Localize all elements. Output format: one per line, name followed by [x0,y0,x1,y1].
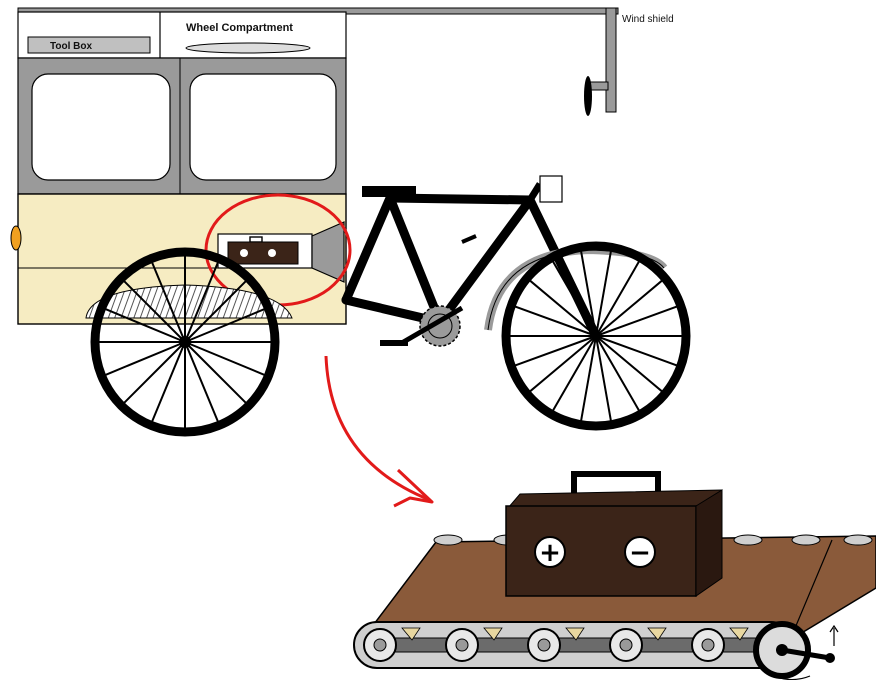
conveyor-icon: + − [354,474,876,680]
bicycle-seat [362,186,416,197]
base-roller-hub [702,639,714,651]
wheel-spoke [515,336,596,365]
wheel-spoke [185,342,246,403]
top-roller [434,535,462,545]
tool-box-label: Tool Box [50,41,92,52]
wheel-spoke [596,281,662,336]
top-roller [734,535,762,545]
wheel-spoke [530,336,596,391]
battery-icon: + − [506,474,722,596]
cart: Tool Box Wheel Compartment [11,8,618,432]
cart-window-right [190,74,336,180]
wheel-spoke [596,307,677,336]
positive-symbol: + [539,538,561,568]
wheel-spoke [596,336,662,391]
base-roller-hub [538,639,550,651]
wind-shield-label: Wind shield [622,14,674,25]
headlight [540,176,562,202]
bicycle [346,176,686,426]
negative-symbol: − [629,538,651,568]
top-roller [844,535,872,545]
wheel-compartment-tire [186,43,310,53]
wheel-compartment-label: Wheel Compartment [186,22,293,34]
wheel-spoke [124,342,185,403]
steering-handle [584,76,592,116]
red-arrow [326,356,432,506]
wheel-spoke [596,336,677,365]
windshield: Wind shield [584,8,674,116]
base-roller-hub [374,639,386,651]
hand-crank-icon [756,624,838,680]
base-roller-hub [620,639,632,651]
cart-window-left [32,74,170,180]
top-roller [792,535,820,545]
base-roller-hub [456,639,468,651]
indicator-light [11,226,21,250]
